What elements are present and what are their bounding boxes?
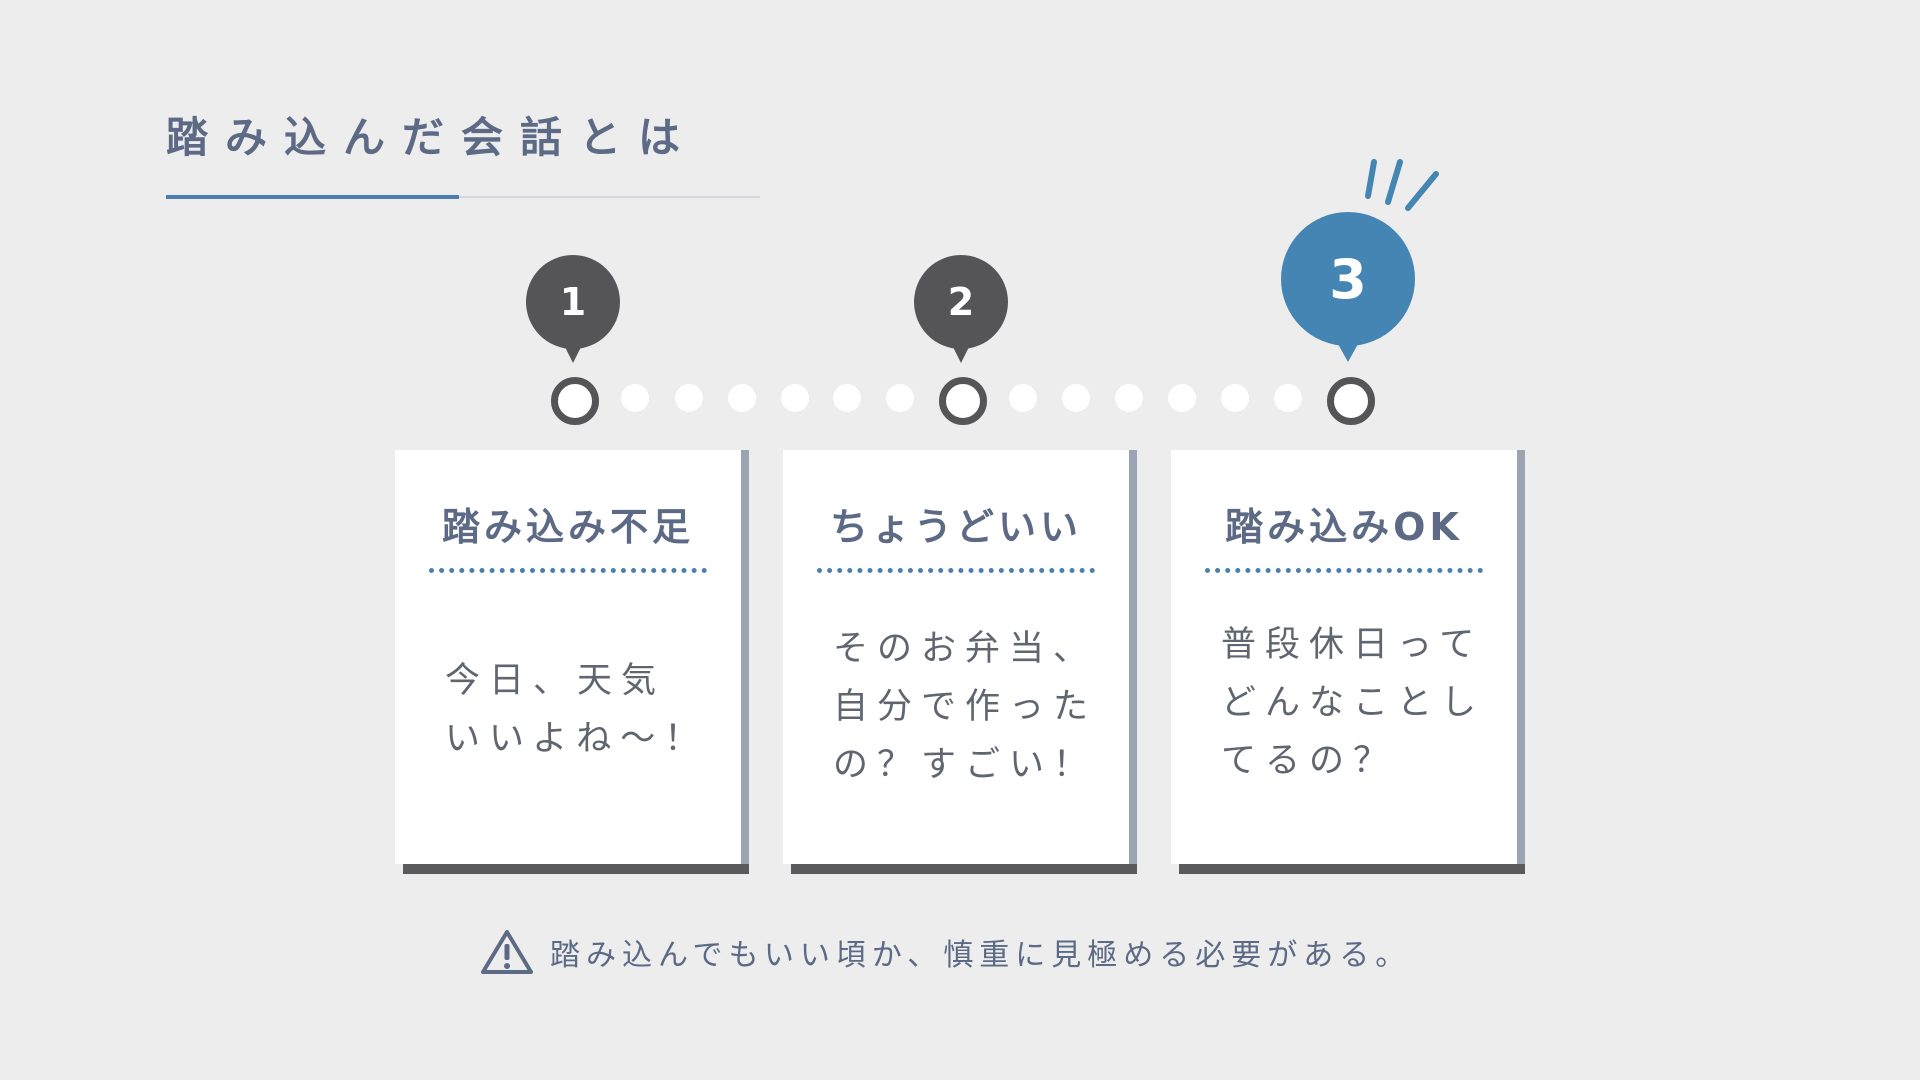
timeline-dot [621,384,649,412]
step-number: 2 [947,280,975,324]
timeline-node-2 [939,377,987,425]
timeline-dot [886,384,914,412]
timeline-node-1 [551,377,599,425]
card-heading: ちょうどいい [817,496,1095,573]
step-marker-3: 3 [1281,212,1415,346]
step-number: 1 [559,280,587,324]
timeline-dot [1009,384,1037,412]
timeline-dot [1221,384,1249,412]
warning-triangle-icon [481,930,533,974]
card-heading: 踏み込み不足 [429,496,707,573]
timeline-dot [781,384,809,412]
emphasis-lines-icon [1365,159,1439,211]
timeline-dot [1274,384,1302,412]
card-example: 今日、天気 いいよね〜！ [445,661,709,759]
title-underline [166,196,760,198]
timeline-dot [1062,384,1090,412]
card-example: 普段休日って どんなことし てるの？ [1221,625,1486,781]
title-underline-accent [166,195,459,199]
card-heading: 踏み込みOK [1205,496,1483,573]
timeline-dot [833,384,861,412]
timeline-dot [1168,384,1196,412]
timeline-dot [675,384,703,412]
caution-text: 踏み込んでもいい頃か、慎重に見極める必要がある。 [550,938,1412,973]
step-card-2: ちょうどいい そのお弁当、 自分で作った の？すごい！ [783,450,1137,864]
page-title: 踏み込んだ会話とは [166,113,698,162]
step-marker-1: 1 [526,255,620,349]
step-number: 3 [1329,247,1367,311]
caution-note: 踏み込んでもいい頃か、慎重に見極める必要がある。 [480,928,1411,976]
card-example: そのお弁当、 自分で作った の？すごい！ [833,629,1098,785]
step-card-3: 踏み込みOK 普段休日って どんなことし てるの？ [1171,450,1525,864]
step-card-1: 踏み込み不足 今日、天気 いいよね〜！ [395,450,749,864]
timeline-dot [1115,384,1143,412]
timeline-dot [728,384,756,412]
timeline-node-3 [1327,377,1375,425]
step-marker-2: 2 [914,255,1008,349]
